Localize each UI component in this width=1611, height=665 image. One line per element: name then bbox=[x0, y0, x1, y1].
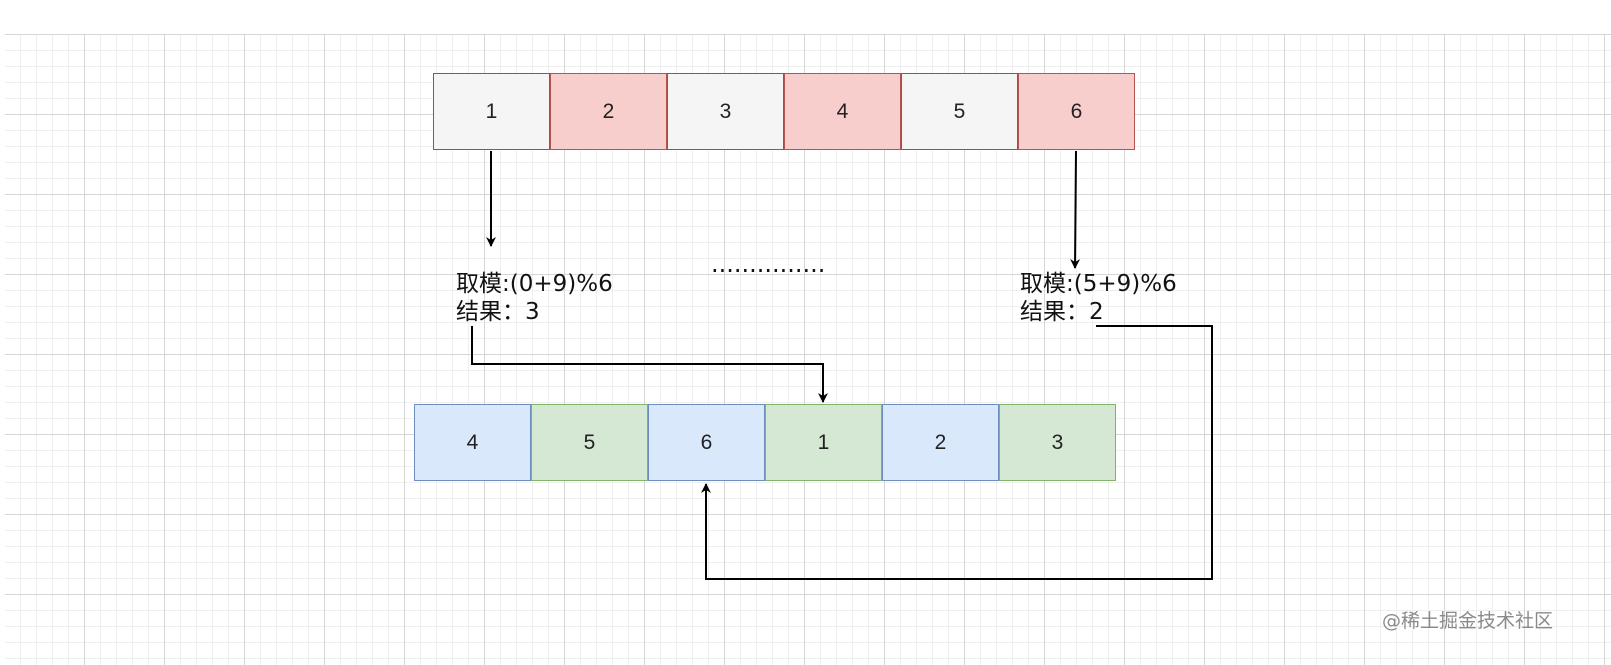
top-cell-3: 3 bbox=[667, 73, 784, 150]
top-cell-2: 2 bbox=[550, 73, 667, 150]
arrow-left-annotation-to-bottom4 bbox=[471, 326, 828, 403]
left-annotation-result: 结果：3 bbox=[456, 299, 540, 325]
arrow-right-annotation-to-bottom3 bbox=[701, 325, 1213, 580]
right-annotation-formula: 取模:(5+9)%6 bbox=[1020, 271, 1177, 297]
top-cell-1: 1 bbox=[433, 73, 550, 150]
bottom-cell-1: 4 bbox=[414, 404, 531, 481]
watermark: @稀土掘金技术社区 bbox=[1381, 610, 1553, 632]
top-cell-6: 6 bbox=[1018, 73, 1135, 150]
bottom-cell-4: 1 bbox=[765, 404, 882, 481]
right-annotation-result: 结果：2 bbox=[1020, 299, 1104, 325]
bottom-cell-6: 3 bbox=[999, 404, 1116, 481]
top-cell-4: 4 bbox=[784, 73, 901, 150]
bottom-cell-2: 5 bbox=[531, 404, 648, 481]
bottom-cell-3: 6 bbox=[648, 404, 765, 481]
left-annotation-formula: 取模:(0+9)%6 bbox=[456, 271, 613, 297]
top-cell-5: 5 bbox=[901, 73, 1018, 150]
arrow-top6-to-right-annotation bbox=[1070, 150, 1081, 269]
bottom-cell-5: 2 bbox=[882, 404, 999, 481]
ellipsis: ............... bbox=[711, 250, 826, 278]
